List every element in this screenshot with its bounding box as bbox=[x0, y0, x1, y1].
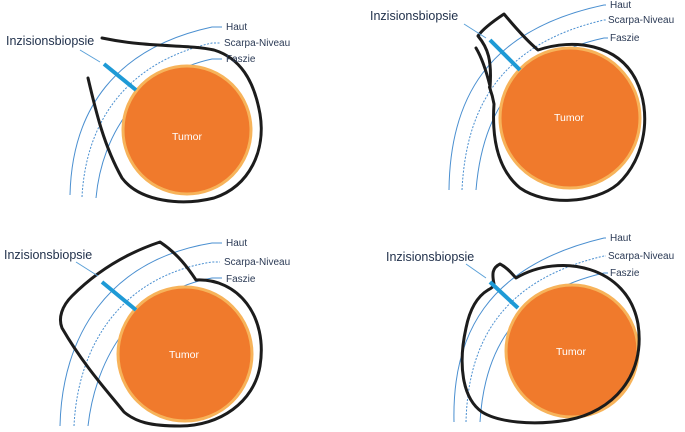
tumor-label: Tumor bbox=[556, 346, 586, 358]
biopsy-pointer bbox=[79, 49, 101, 63]
skin-label: Haut bbox=[610, 233, 631, 244]
scarpa-line bbox=[465, 255, 606, 423]
biopsy-label: Inzisionsbiopsie bbox=[386, 250, 474, 264]
skin-line bbox=[448, 4, 606, 191]
excision-outline bbox=[474, 12, 647, 202]
scarpa-line bbox=[73, 261, 220, 427]
panel-bottom-right-drawing: Inzisionsbiopsie Haut Scarpa-Niveau Fasz… bbox=[386, 233, 674, 425]
biopsy-pointer bbox=[75, 261, 99, 277]
tumor-label: Tumor bbox=[172, 131, 202, 143]
skin-label: Haut bbox=[226, 22, 247, 33]
fascia-label: Faszie bbox=[610, 268, 640, 279]
scarpa-label: Scarpa-Niveau bbox=[224, 257, 290, 268]
biopsy-bar bbox=[102, 62, 138, 92]
biopsy-label: Inzisionsbiopsie bbox=[6, 34, 94, 48]
skin-line bbox=[69, 26, 222, 196]
tumor bbox=[121, 64, 253, 196]
panel-top-right-drawing: Inzisionsbiopsie Haut Scarpa-Niveau Fasz… bbox=[370, 0, 674, 202]
skin-label: Haut bbox=[610, 0, 631, 11]
biopsy-label: Inzisionsbiopsie bbox=[4, 248, 92, 262]
fascia-label: Faszie bbox=[226, 274, 256, 285]
skin-line bbox=[59, 242, 222, 427]
scarpa-label: Scarpa-Niveau bbox=[224, 38, 290, 49]
tumor-label: Tumor bbox=[169, 349, 199, 361]
scarpa-line bbox=[461, 19, 606, 191]
panel-bottom-left: Inzisionsbiopsie Haut Scarpa-Niveau Fasz… bbox=[0, 216, 342, 432]
panel-bottom-right: Inzisionsbiopsie Haut Scarpa-Niveau Fasz… bbox=[342, 216, 685, 432]
scarpa-label: Scarpa-Niveau bbox=[608, 251, 674, 262]
tumor bbox=[116, 285, 254, 423]
biopsy-bar bbox=[100, 280, 138, 312]
skin-line bbox=[453, 237, 606, 423]
skin-label: Haut bbox=[226, 238, 247, 249]
biopsy-pointer bbox=[465, 263, 487, 279]
panel-top-left-drawing: Inzisionsbiopsie Haut Scarpa-Niveau Fasz… bbox=[6, 22, 290, 204]
tumor bbox=[498, 46, 642, 190]
fascia-label: Faszie bbox=[610, 33, 640, 44]
excision-outline bbox=[460, 262, 641, 425]
excision-outline bbox=[86, 36, 263, 204]
biopsy-bar bbox=[488, 280, 520, 310]
panel-bottom-left-drawing: Inzisionsbiopsie Haut Scarpa-Niveau Fasz… bbox=[4, 238, 290, 428]
fascia-label: Faszie bbox=[226, 54, 256, 65]
scarpa-label: Scarpa-Niveau bbox=[608, 15, 674, 26]
panel-top-left: Inzisionsbiopsie Haut Scarpa-Niveau Fasz… bbox=[0, 0, 342, 216]
excision-outline bbox=[58, 240, 263, 428]
biopsy-pointer bbox=[463, 23, 487, 39]
panel-top-right: Inzisionsbiopsie Haut Scarpa-Niveau Fasz… bbox=[342, 0, 685, 216]
tumor-label: Tumor bbox=[554, 112, 584, 124]
biopsy-bar bbox=[488, 38, 522, 72]
biopsy-label: Inzisionsbiopsie bbox=[370, 9, 458, 23]
